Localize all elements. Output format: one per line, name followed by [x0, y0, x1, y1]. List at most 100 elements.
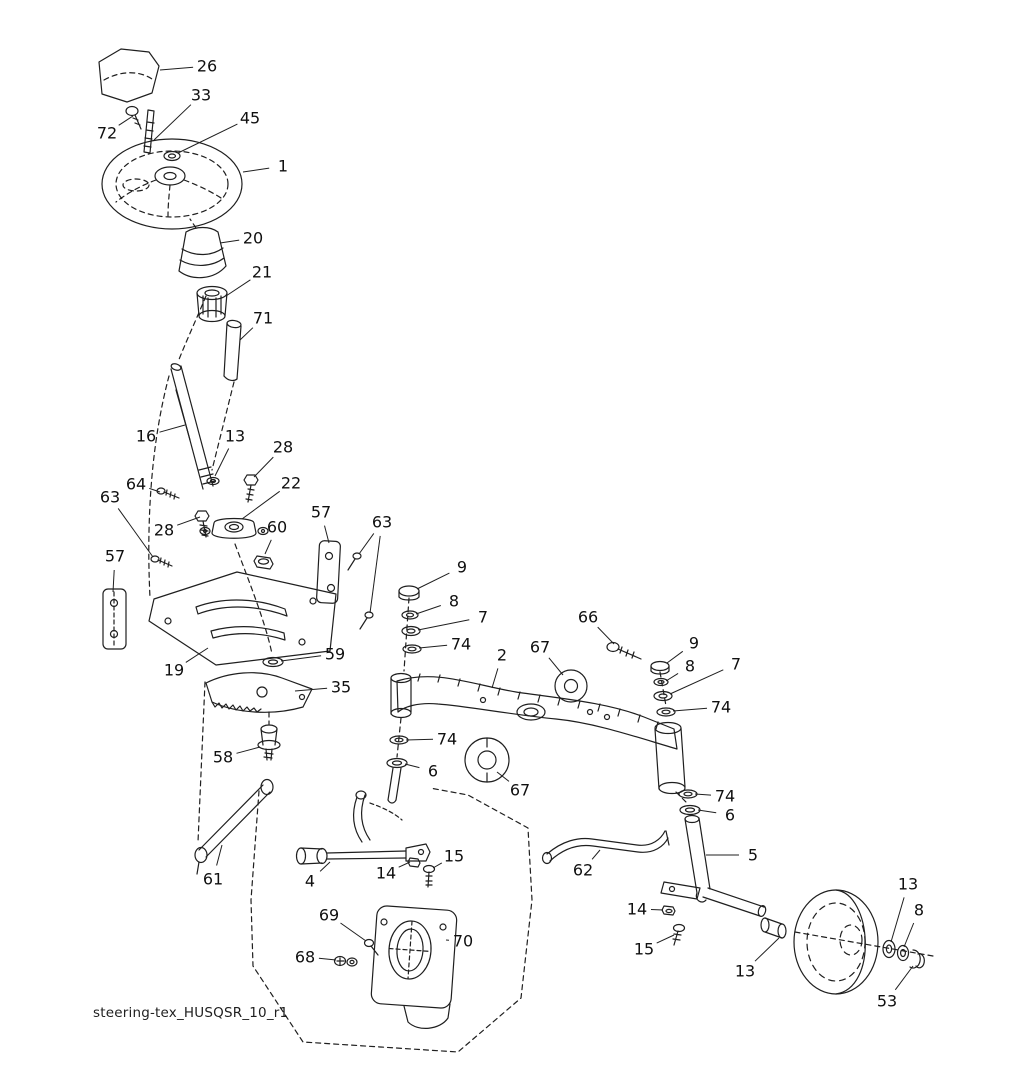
callout-63: 63	[372, 513, 392, 532]
callout-69: 69	[319, 906, 339, 925]
callout-15: 15	[444, 847, 464, 866]
callout-leader-7	[669, 669, 724, 695]
callout-35: 35	[331, 678, 351, 697]
callout-72: 72	[97, 124, 117, 143]
callout-62: 62	[573, 861, 593, 880]
callout-26: 26	[197, 57, 217, 76]
callout-leader-67	[496, 771, 510, 782]
callout-leader-71	[239, 327, 254, 341]
callout-67: 67	[530, 638, 550, 657]
callout-leader-26	[159, 66, 194, 71]
callout-leader-16	[159, 424, 186, 433]
callout-64: 64	[126, 475, 146, 494]
part-13-washer-wheel	[882, 939, 896, 959]
callout-68: 68	[295, 948, 315, 967]
part-74-washer-left-upper	[402, 644, 422, 654]
callout-leader-64	[149, 487, 161, 493]
callout-7: 7	[478, 608, 488, 627]
callout-leader-8	[903, 922, 915, 948]
part-63-screw-left	[150, 555, 173, 568]
part-70-bracket	[370, 905, 458, 1029]
callout-leader-28	[253, 456, 274, 478]
part-58-shoulder-bolt	[257, 724, 281, 761]
callout-53: 53	[877, 992, 897, 1011]
part-14-nut-right	[661, 905, 676, 916]
callout-28: 28	[154, 521, 174, 540]
part-63-screw-right-lower	[359, 611, 374, 630]
callout-leader-57	[324, 525, 330, 544]
callout-74: 74	[711, 698, 731, 717]
part-16-steering-shaft	[170, 363, 216, 490]
part-66-bolt	[606, 641, 642, 660]
callout-13: 13	[735, 962, 755, 981]
part-63-screw-right-upper	[347, 552, 362, 571]
callout-leader-8	[415, 605, 441, 615]
callout-14: 14	[376, 864, 396, 883]
callout-leader-60	[264, 539, 272, 555]
callout-leader-67	[548, 657, 564, 676]
callout-leader-4	[319, 861, 331, 872]
callout-66: 66	[578, 608, 598, 627]
callout-22: 22	[281, 474, 301, 493]
callout-59: 59	[325, 645, 345, 664]
callout-leader-45	[177, 123, 238, 154]
callout-13: 13	[225, 427, 245, 446]
callout-leader-13	[890, 897, 905, 943]
diagram-filename: steering-tex_HUSQSR_10_r1	[93, 1005, 289, 1021]
part-19-steering-plate	[148, 571, 337, 666]
part-57-bracket-right	[316, 540, 341, 604]
part-62-rod	[541, 830, 670, 865]
part-33-bolt	[143, 109, 155, 154]
part-57-bracket-left	[102, 588, 127, 650]
callout-leader-28	[177, 516, 201, 526]
callout-21: 21	[252, 263, 272, 282]
part-2-axle-assembly	[390, 672, 686, 795]
callout-63: 63	[100, 488, 120, 507]
callout-leader-63	[358, 533, 375, 555]
callout-1: 1	[278, 157, 288, 176]
part-64-screw	[156, 487, 180, 500]
part-9-cap-left	[398, 585, 420, 601]
callout-leader-9	[666, 650, 684, 664]
callout-74: 74	[437, 730, 457, 749]
callout-leader-74	[418, 644, 448, 649]
part-8-washer-right	[653, 677, 669, 687]
callout-leader-21	[225, 279, 251, 297]
callout-6: 6	[428, 762, 438, 781]
front-wheel	[793, 889, 879, 995]
part-15-bolt-left	[422, 864, 436, 888]
part-7-washer-right	[653, 690, 673, 702]
callout-70: 70	[453, 932, 473, 951]
callout-61: 61	[203, 870, 223, 889]
callout-leader-15	[656, 934, 675, 944]
part-7-washer-left	[401, 625, 421, 637]
part-67-hub-washer-upper	[554, 669, 588, 703]
part-72-screw	[125, 105, 142, 130]
callout-45: 45	[240, 109, 260, 128]
callout-leader-58	[236, 746, 261, 754]
part-35-sector-gear	[205, 672, 313, 713]
callout-leader-68	[318, 957, 337, 961]
callout-7: 7	[731, 655, 741, 674]
callout-leader-61	[216, 844, 223, 866]
callout-74: 74	[715, 787, 735, 806]
callout-58: 58	[213, 748, 233, 767]
part-53-clip	[909, 949, 925, 969]
part-61-drag-link	[194, 778, 274, 875]
callout-leader-22	[241, 490, 280, 520]
callout-57: 57	[105, 547, 125, 566]
callout-leader-13	[214, 448, 230, 477]
callout-60: 60	[267, 518, 287, 537]
callout-leader-8	[665, 672, 679, 682]
callout-15: 15	[634, 940, 654, 959]
callout-28: 28	[273, 438, 293, 457]
callout-leader-74	[672, 707, 708, 712]
callout-20: 20	[243, 229, 263, 248]
callout-57: 57	[311, 503, 331, 522]
callout-13: 13	[898, 875, 918, 894]
part-22-bearing	[199, 517, 269, 539]
callout-2: 2	[497, 646, 507, 665]
part-8-washer-left	[401, 610, 419, 620]
part-21-bushing	[196, 285, 228, 323]
